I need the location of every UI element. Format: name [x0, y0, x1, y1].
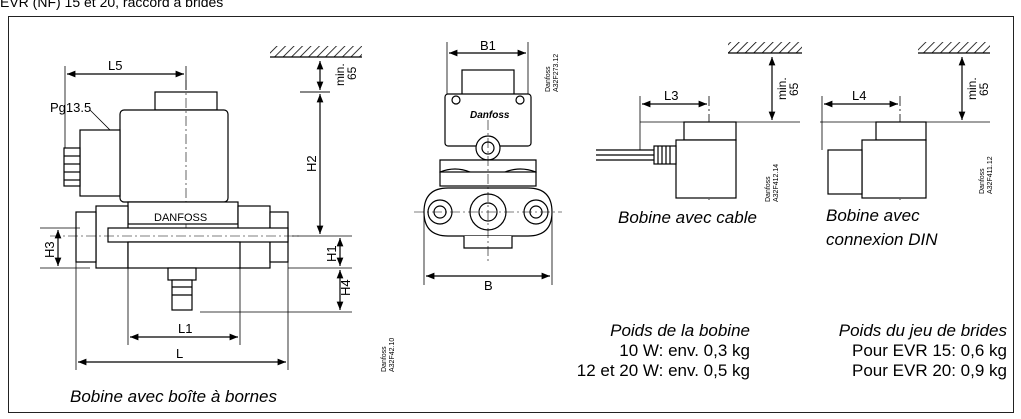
ceiling-hatch — [270, 46, 362, 57]
label-min-val: 65 — [345, 66, 359, 80]
weights-flanges-title: Poids du jeu de brides — [838, 321, 1007, 340]
drawing-ref: A32F411.12 — [987, 156, 994, 194]
drawing-frame — [8, 16, 1014, 413]
page-header: EVR (NF) 15 et 20, raccord à brides — [0, 0, 224, 10]
drawing-ref: Danfoss — [545, 66, 552, 92]
label-H1: H1 — [324, 245, 339, 262]
label-H4: H4 — [338, 279, 353, 296]
label-L5: L5 — [108, 58, 122, 73]
view-din — [820, 42, 990, 200]
weights-flanges-line: Pour EVR 20: 0,9 kg — [852, 361, 1007, 380]
weights-flanges-line: Pour EVR 15: 0,6 kg — [852, 341, 1007, 360]
caption-din-2: connexion DIN — [826, 230, 938, 249]
ceiling-hatch — [728, 42, 802, 53]
caption-terminal-box: Bobine avec boîte à bornes — [70, 387, 277, 406]
label-pg: Pg13.5 — [50, 100, 91, 115]
label-L1: L1 — [178, 321, 192, 336]
drawing-ref: A32F42.10 — [389, 338, 396, 372]
label-logo: Danfoss — [470, 110, 510, 121]
label-min: min. — [333, 63, 347, 86]
view-cable — [596, 42, 802, 200]
label-brand: DANFOSS — [154, 212, 207, 224]
drawing-ref: Danfoss — [979, 168, 986, 194]
label-B1: B1 — [480, 38, 496, 53]
drawing-ref: Danfoss — [765, 176, 772, 202]
weights-coil: Poids de la bobine 10 W: env. 0,3 kg 12 … — [577, 321, 750, 381]
ceiling-hatch — [918, 42, 990, 53]
weights-coil-line: 10 W: env. 0,3 kg — [619, 341, 750, 360]
label-L3: L3 — [664, 88, 678, 103]
label-min: min. — [965, 77, 979, 100]
label-min-val: 65 — [787, 82, 801, 96]
label-H2: H2 — [304, 155, 319, 172]
weights-coil-title: Poids de la bobine — [610, 321, 750, 340]
label-B: B — [484, 278, 493, 293]
label-min: min. — [775, 77, 789, 100]
weights-coil-line: 12 et 20 W: env. 0,5 kg — [576, 361, 750, 380]
label-L: L — [176, 346, 183, 361]
label-L4: L4 — [852, 88, 866, 103]
drawing-ref: A32F273.12 — [553, 54, 560, 92]
caption-din-1: Bobine avec — [826, 206, 920, 225]
drawing-ref: A32F412.14 — [773, 164, 780, 202]
view-terminal-box — [40, 46, 362, 370]
drawing-ref: Danfoss — [381, 346, 388, 372]
weights-flanges: Poids du jeu de brides Pour EVR 15: 0,6 … — [839, 321, 1007, 381]
label-min-val: 65 — [977, 82, 991, 96]
view-flange — [414, 42, 562, 285]
caption-cable: Bobine avec cable — [618, 208, 757, 227]
label-H3: H3 — [42, 241, 57, 258]
